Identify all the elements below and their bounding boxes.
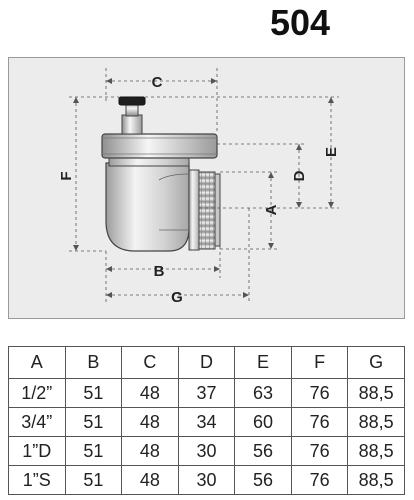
table-row: 1/2” 51 48 37 63 76 88,5 xyxy=(8,378,405,408)
table-cell: 3/4” xyxy=(8,407,66,437)
table-cell: 76 xyxy=(290,378,349,408)
table-row: 1”S 51 48 30 56 76 88,5 xyxy=(8,465,405,495)
table-cell: 63 xyxy=(234,378,292,408)
table-cell: 88,5 xyxy=(347,436,405,466)
dimension-label-c: C xyxy=(152,74,163,91)
dimension-label-g: G xyxy=(171,289,183,306)
table-cell: 56 xyxy=(234,436,292,466)
table-cell: 51 xyxy=(64,465,123,495)
dimension-label-b: B xyxy=(154,263,165,280)
dimension-arrows xyxy=(73,78,334,298)
table-cell: 48 xyxy=(121,465,179,495)
table-cell: 37 xyxy=(177,378,236,408)
dimension-label-d: D xyxy=(291,170,308,181)
table-cell: 48 xyxy=(121,407,179,437)
table-cell: 1/2” xyxy=(8,378,66,408)
technical-drawing-panel: C F B G A D E xyxy=(8,57,405,319)
table-row: 1”D 51 48 30 56 76 88,5 xyxy=(8,436,405,466)
table-cell: 30 xyxy=(177,436,236,466)
table-header-row: A B C D E F G xyxy=(8,346,405,379)
valve-dimension-drawing: C F B G A D E xyxy=(58,68,340,306)
table-cell: 88,5 xyxy=(347,407,405,437)
column-header-c: C xyxy=(121,346,179,379)
column-header-g: G xyxy=(347,346,405,379)
table-cell: 30 xyxy=(177,465,236,495)
model-number: 504 xyxy=(270,2,331,43)
dimension-label-f: F xyxy=(58,171,75,180)
table-row: 3/4” 51 48 34 60 76 88,5 xyxy=(8,407,405,437)
table-cell: 56 xyxy=(234,465,292,495)
table-cell: 51 xyxy=(64,378,123,408)
table-cell: 88,5 xyxy=(347,465,405,495)
table-cell: 88,5 xyxy=(347,378,405,408)
dimensions-table: A B C D E F G 1/2” 51 48 37 63 76 88,5 3… xyxy=(8,346,405,495)
table-cell: 76 xyxy=(290,465,349,495)
table-cell: 76 xyxy=(290,407,349,437)
dimension-label-a: A xyxy=(263,204,280,215)
dimension-lines xyxy=(69,68,339,304)
dimensions-table-container: A B C D E F G 1/2” 51 48 37 63 76 88,5 3… xyxy=(8,346,405,495)
table-cell: 1”S xyxy=(8,465,66,495)
table-cell: 76 xyxy=(290,436,349,466)
table-cell: 48 xyxy=(121,378,179,408)
column-header-f: F xyxy=(290,346,349,379)
dimension-label-e: E xyxy=(323,147,340,157)
table-cell: 48 xyxy=(121,436,179,466)
column-header-b: B xyxy=(64,346,123,379)
table-cell: 51 xyxy=(64,407,123,437)
valve-illustration xyxy=(101,96,221,252)
table-cell: 1”D xyxy=(8,436,66,466)
column-header-a: A xyxy=(8,346,66,379)
table-cell: 60 xyxy=(234,407,292,437)
table-cell: 51 xyxy=(64,436,123,466)
column-header-d: D xyxy=(177,346,236,379)
table-cell: 34 xyxy=(177,407,236,437)
column-header-e: E xyxy=(234,346,292,379)
